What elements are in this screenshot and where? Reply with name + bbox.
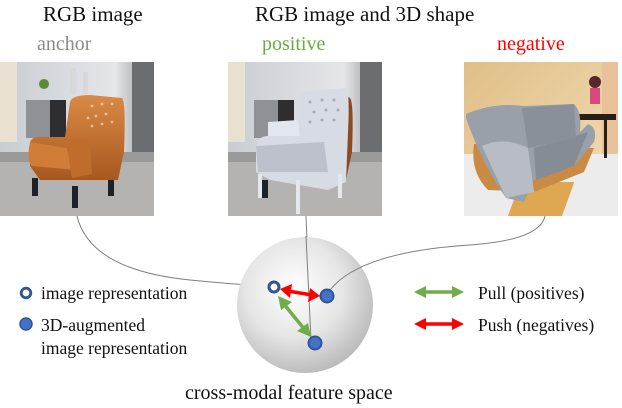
label-positive: positive	[262, 33, 326, 55]
anchor-image	[0, 62, 154, 216]
green-double-arrow-icon	[414, 286, 464, 298]
label-negative: negative	[497, 33, 565, 55]
armchair-3d-overlay-image	[228, 62, 382, 216]
filled-circle-icon	[19, 317, 33, 331]
red-double-arrow-icon	[414, 318, 464, 330]
legend-pull: Pull (positives)	[478, 283, 585, 303]
negative-3d-augmented-point	[319, 288, 335, 304]
positive-3d-augmented-point	[307, 335, 323, 351]
feature-space-sphere	[237, 237, 373, 373]
hollow-circle-icon	[19, 286, 33, 300]
feature-space-caption: cross-modal feature space	[185, 382, 393, 404]
anchor-connector-line	[76, 215, 271, 287]
positive-image	[228, 62, 382, 216]
legend-push: Push (negatives)	[478, 315, 595, 335]
legend-image-representation: image representation	[41, 283, 188, 303]
push-arrow-icon	[280, 284, 320, 302]
header-rgb-image: RGB image	[43, 2, 143, 26]
pull-arrow-icon	[278, 296, 311, 337]
sofa-3d-overlay-image	[464, 62, 618, 216]
header-rgb-3d-shape: RGB image and 3D shape	[255, 2, 475, 26]
label-anchor: anchor	[37, 33, 92, 55]
legend-3d-augmented-line2: image representation	[41, 338, 188, 358]
image-representation-point	[267, 280, 281, 294]
legend-3d-augmented-line1: 3D-augmented	[41, 315, 145, 335]
negative-image	[464, 62, 618, 216]
leather-armchair-image	[0, 62, 154, 216]
negative-connector-line	[329, 215, 546, 291]
